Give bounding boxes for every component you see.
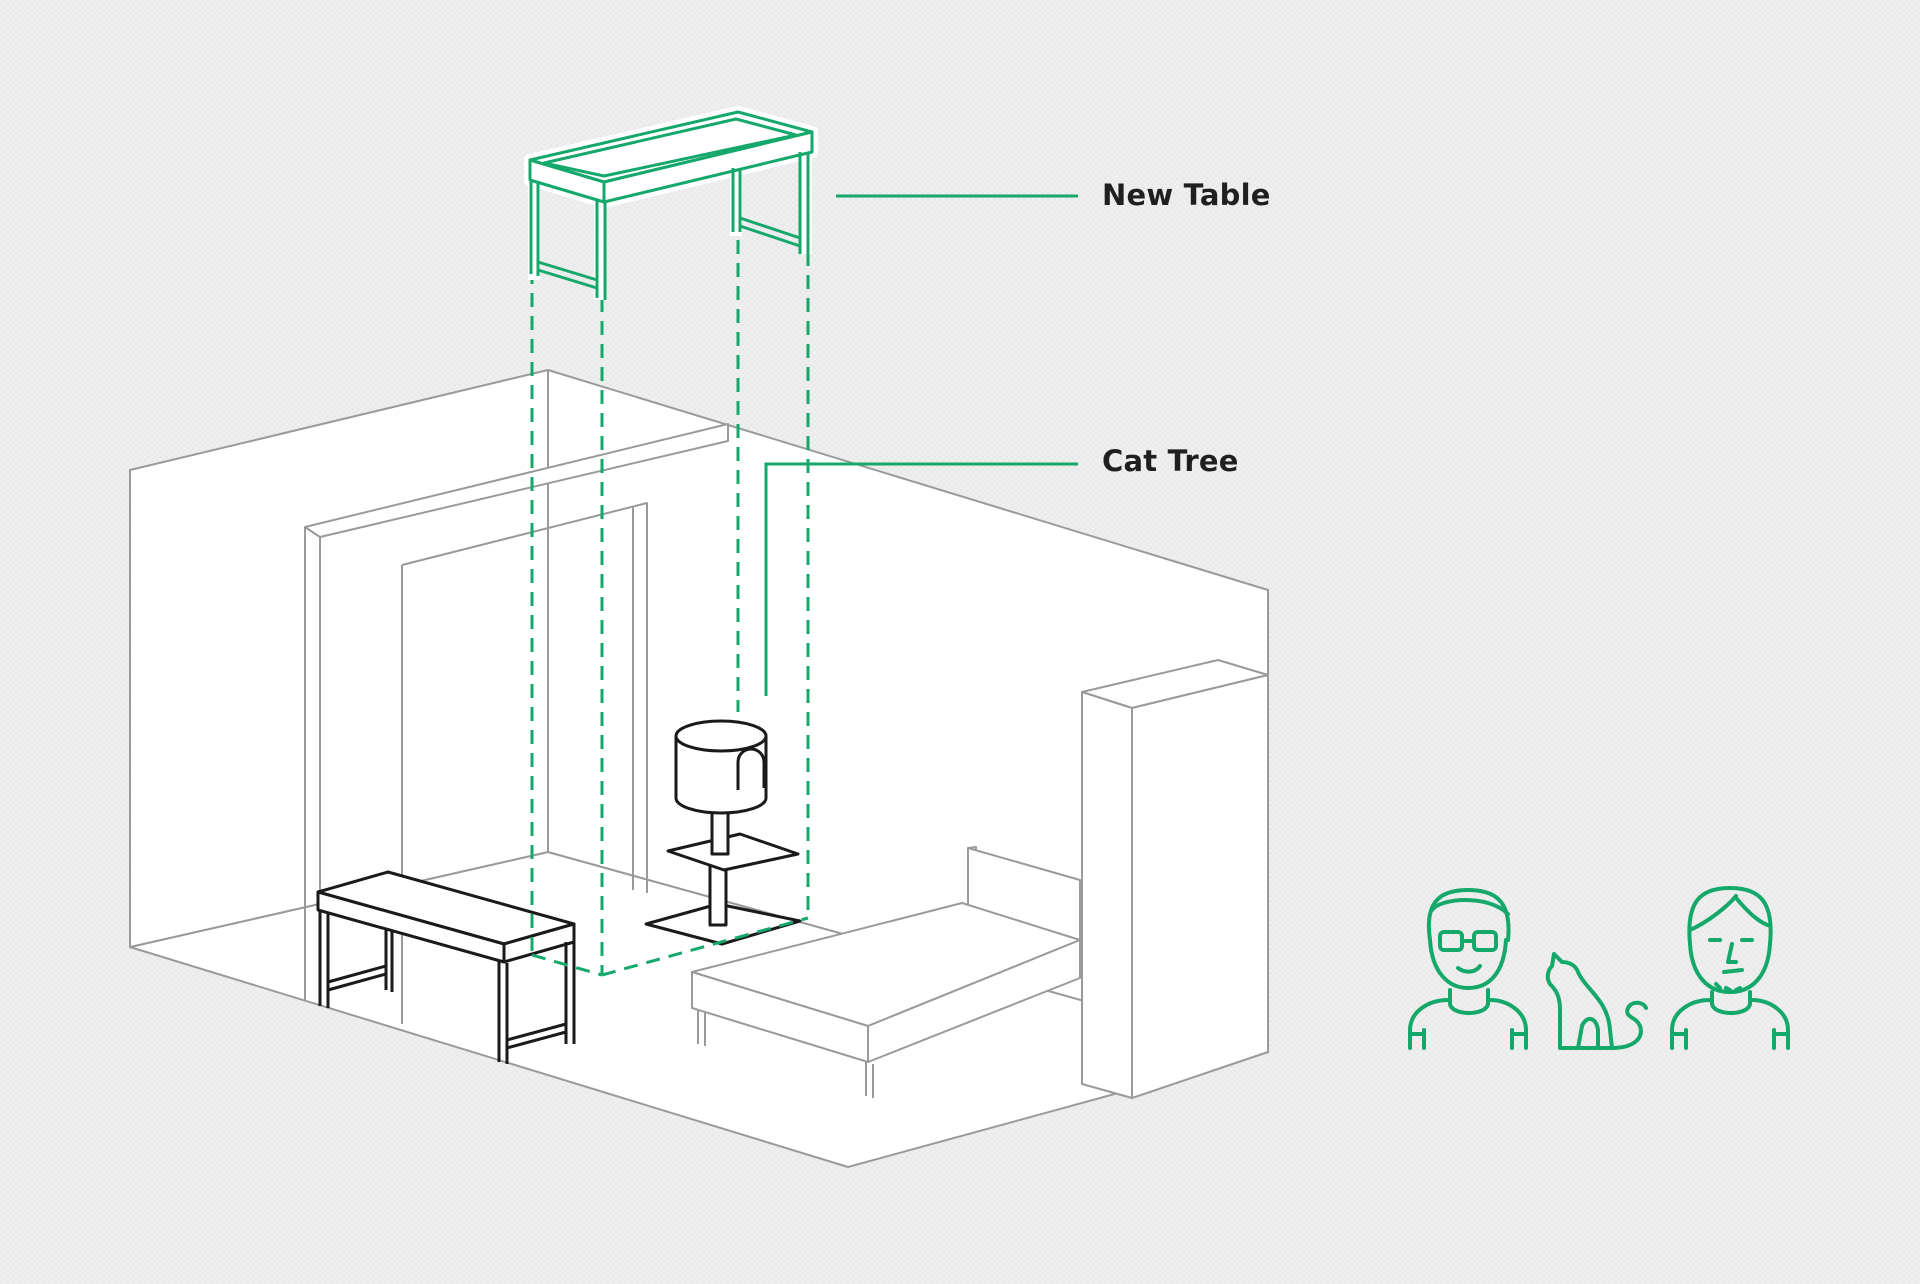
leader-lines [764, 194, 1078, 696]
bed [691, 846, 1081, 1098]
new-table-label: New Table [1102, 178, 1271, 212]
wardrobe [1081, 659, 1269, 1099]
person-with-glasses-icon [1408, 888, 1528, 1050]
new-table [524, 106, 818, 300]
cat-tree-leader [764, 462, 1078, 696]
person-icon [1670, 886, 1790, 1050]
old-table [316, 870, 576, 1064]
back-left-wall [129, 369, 549, 948]
cat-icon [1545, 952, 1648, 1050]
cat-tree [644, 719, 802, 946]
projection-lines [530, 240, 810, 977]
cat-tree-label: Cat Tree [1102, 444, 1239, 478]
